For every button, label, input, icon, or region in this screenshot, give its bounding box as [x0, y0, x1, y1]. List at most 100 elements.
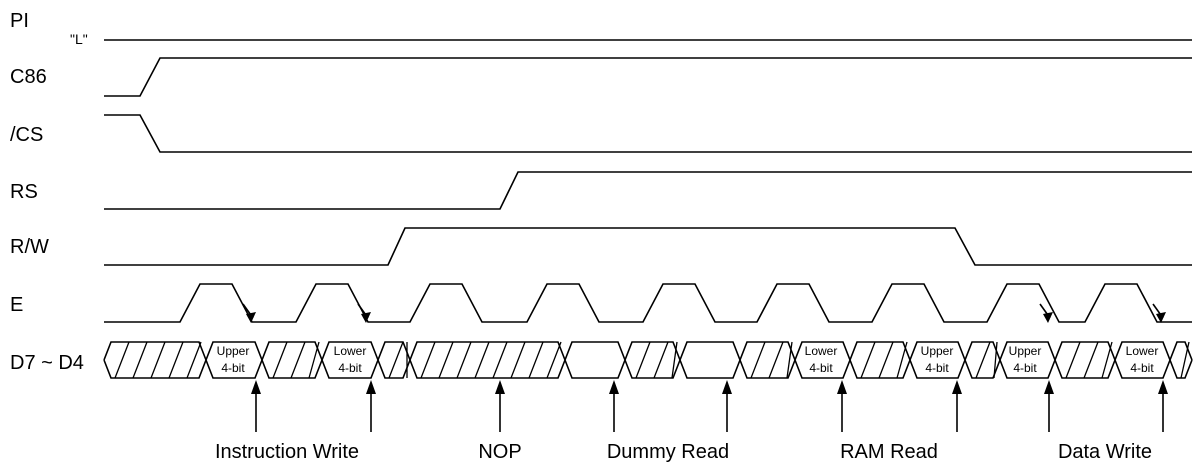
- strobe-arrowhead: [1156, 312, 1166, 323]
- bus-cell-outline: [794, 341, 851, 379]
- strobe-arrowhead: [246, 312, 256, 323]
- bus-hatch: [786, 341, 793, 379]
- bus-hatch: [474, 341, 490, 379]
- signal-label-data: D7 ~ D4: [10, 352, 84, 374]
- bus-hatch: [860, 341, 876, 379]
- signal-level-pi: "L": [70, 31, 88, 47]
- bus-hatch: [308, 341, 320, 379]
- signal-label-rw: R/W: [10, 236, 49, 258]
- op-label-instruction-write: Instruction Write: [215, 441, 359, 463]
- data-cell-line2: 4-bit: [221, 361, 245, 375]
- bus-hatch: [768, 341, 784, 379]
- bus-cell-outline: [205, 341, 263, 379]
- op-arrowhead: [722, 380, 732, 394]
- bus-hatch: [546, 341, 562, 379]
- bus-hatch: [510, 341, 526, 379]
- operation-arrows: [251, 380, 1168, 432]
- bus-hatch: [1065, 341, 1081, 379]
- op-arrowhead: [366, 380, 376, 394]
- op-label-data-write: Data Write: [1058, 441, 1152, 463]
- bus-cell-outline: [321, 341, 379, 379]
- data-cell-0: Upper 4-bit: [217, 344, 250, 375]
- bus-cell-outline: [377, 341, 411, 379]
- bus-hatch: [1101, 341, 1113, 379]
- data-cell-line2: 4-bit: [1013, 361, 1037, 375]
- e-strobe-arrows: [242, 303, 1166, 323]
- bus-cell-outline: [679, 341, 741, 379]
- rs-waveform: [104, 171, 1192, 210]
- op-arrowhead: [1044, 380, 1054, 394]
- bus-cell-outline: [1054, 341, 1116, 379]
- data-cell-line2: 4-bit: [925, 361, 949, 375]
- bus-hatch: [388, 341, 404, 379]
- data-cell-5: Lower 4-bit: [1126, 344, 1159, 375]
- bus-cell-outline: [849, 341, 911, 379]
- bus-hatch: [438, 341, 454, 379]
- op-arrowhead: [952, 380, 962, 394]
- data-cell-line1: Upper: [1009, 344, 1042, 358]
- bus-hatch: [114, 341, 130, 379]
- bus-hatch: [750, 341, 766, 379]
- bus-hatch: [993, 341, 998, 379]
- bus-hatch: [420, 341, 436, 379]
- bus-hatch: [1180, 341, 1190, 379]
- bus-hatch: [492, 341, 508, 379]
- bus-hatch: [1083, 341, 1099, 379]
- bus-cell-outline: [409, 341, 566, 379]
- rw-waveform: [104, 227, 1192, 266]
- bus-hatch: [290, 341, 306, 379]
- signal-label-e: E: [10, 294, 23, 316]
- op-arrowhead: [609, 380, 619, 394]
- signal-label-rs: RS: [10, 181, 38, 203]
- data-cell-line1: Upper: [921, 344, 954, 358]
- data-cell-2: Lower 4-bit: [805, 344, 838, 375]
- op-arrowhead: [251, 380, 261, 394]
- data-cell-line2: 4-bit: [809, 361, 833, 375]
- op-label-dummy-read: Dummy Read: [607, 441, 729, 463]
- data-cell-line1: Upper: [217, 344, 250, 358]
- data-cell-4: Upper 4-bit: [1009, 344, 1042, 375]
- op-arrowhead: [837, 380, 847, 394]
- data-cell-line1: Lower: [1126, 344, 1159, 358]
- bus-cell-outline: [103, 341, 207, 379]
- bus-hatch: [186, 341, 202, 379]
- data-cell-3: Upper 4-bit: [921, 344, 954, 375]
- bus-hatch: [272, 341, 288, 379]
- bus-hatch: [528, 341, 544, 379]
- data-cell-1: Lower 4-bit: [334, 344, 367, 375]
- cs-waveform: [104, 114, 1192, 153]
- bus-cell-outline: [261, 341, 323, 379]
- bus-hatch: [132, 341, 148, 379]
- c86-waveform: [104, 57, 1192, 97]
- bus-hatch: [150, 341, 166, 379]
- signal-label-cs: /CS: [10, 124, 43, 146]
- data-cell-line1: Lower: [334, 344, 367, 358]
- data-cell-line1: Lower: [805, 344, 838, 358]
- op-label-nop: NOP: [478, 441, 521, 463]
- bus-hatch: [456, 341, 472, 379]
- signal-label-pi: PI: [10, 10, 29, 32]
- bus-cell-outline: [564, 341, 626, 379]
- data-bus-waveform: [103, 341, 1193, 379]
- op-arrowhead: [495, 380, 505, 394]
- bus-hatch: [671, 341, 678, 379]
- strobe-arrowhead: [1043, 312, 1053, 323]
- bus-cell-outline: [999, 341, 1056, 379]
- bus-hatch: [635, 341, 651, 379]
- bus-cell-outline: [1169, 341, 1193, 379]
- bus-hatch: [653, 341, 669, 379]
- bus-cell-outline: [624, 341, 681, 379]
- bus-hatch: [168, 341, 184, 379]
- bus-cell-outline: [739, 341, 796, 379]
- bus-hatch: [896, 341, 908, 379]
- strobe-arrowhead: [361, 312, 371, 323]
- bus-cell-outline: [1114, 341, 1171, 379]
- signal-label-c86: C86: [10, 66, 47, 88]
- e-line: [104, 283, 1192, 323]
- data-cell-line2: 4-bit: [1130, 361, 1154, 375]
- data-cell-line2: 4-bit: [338, 361, 362, 375]
- op-label-ram-read: RAM Read: [840, 441, 938, 463]
- bus-hatch: [878, 341, 894, 379]
- e-waveform: [104, 283, 1192, 323]
